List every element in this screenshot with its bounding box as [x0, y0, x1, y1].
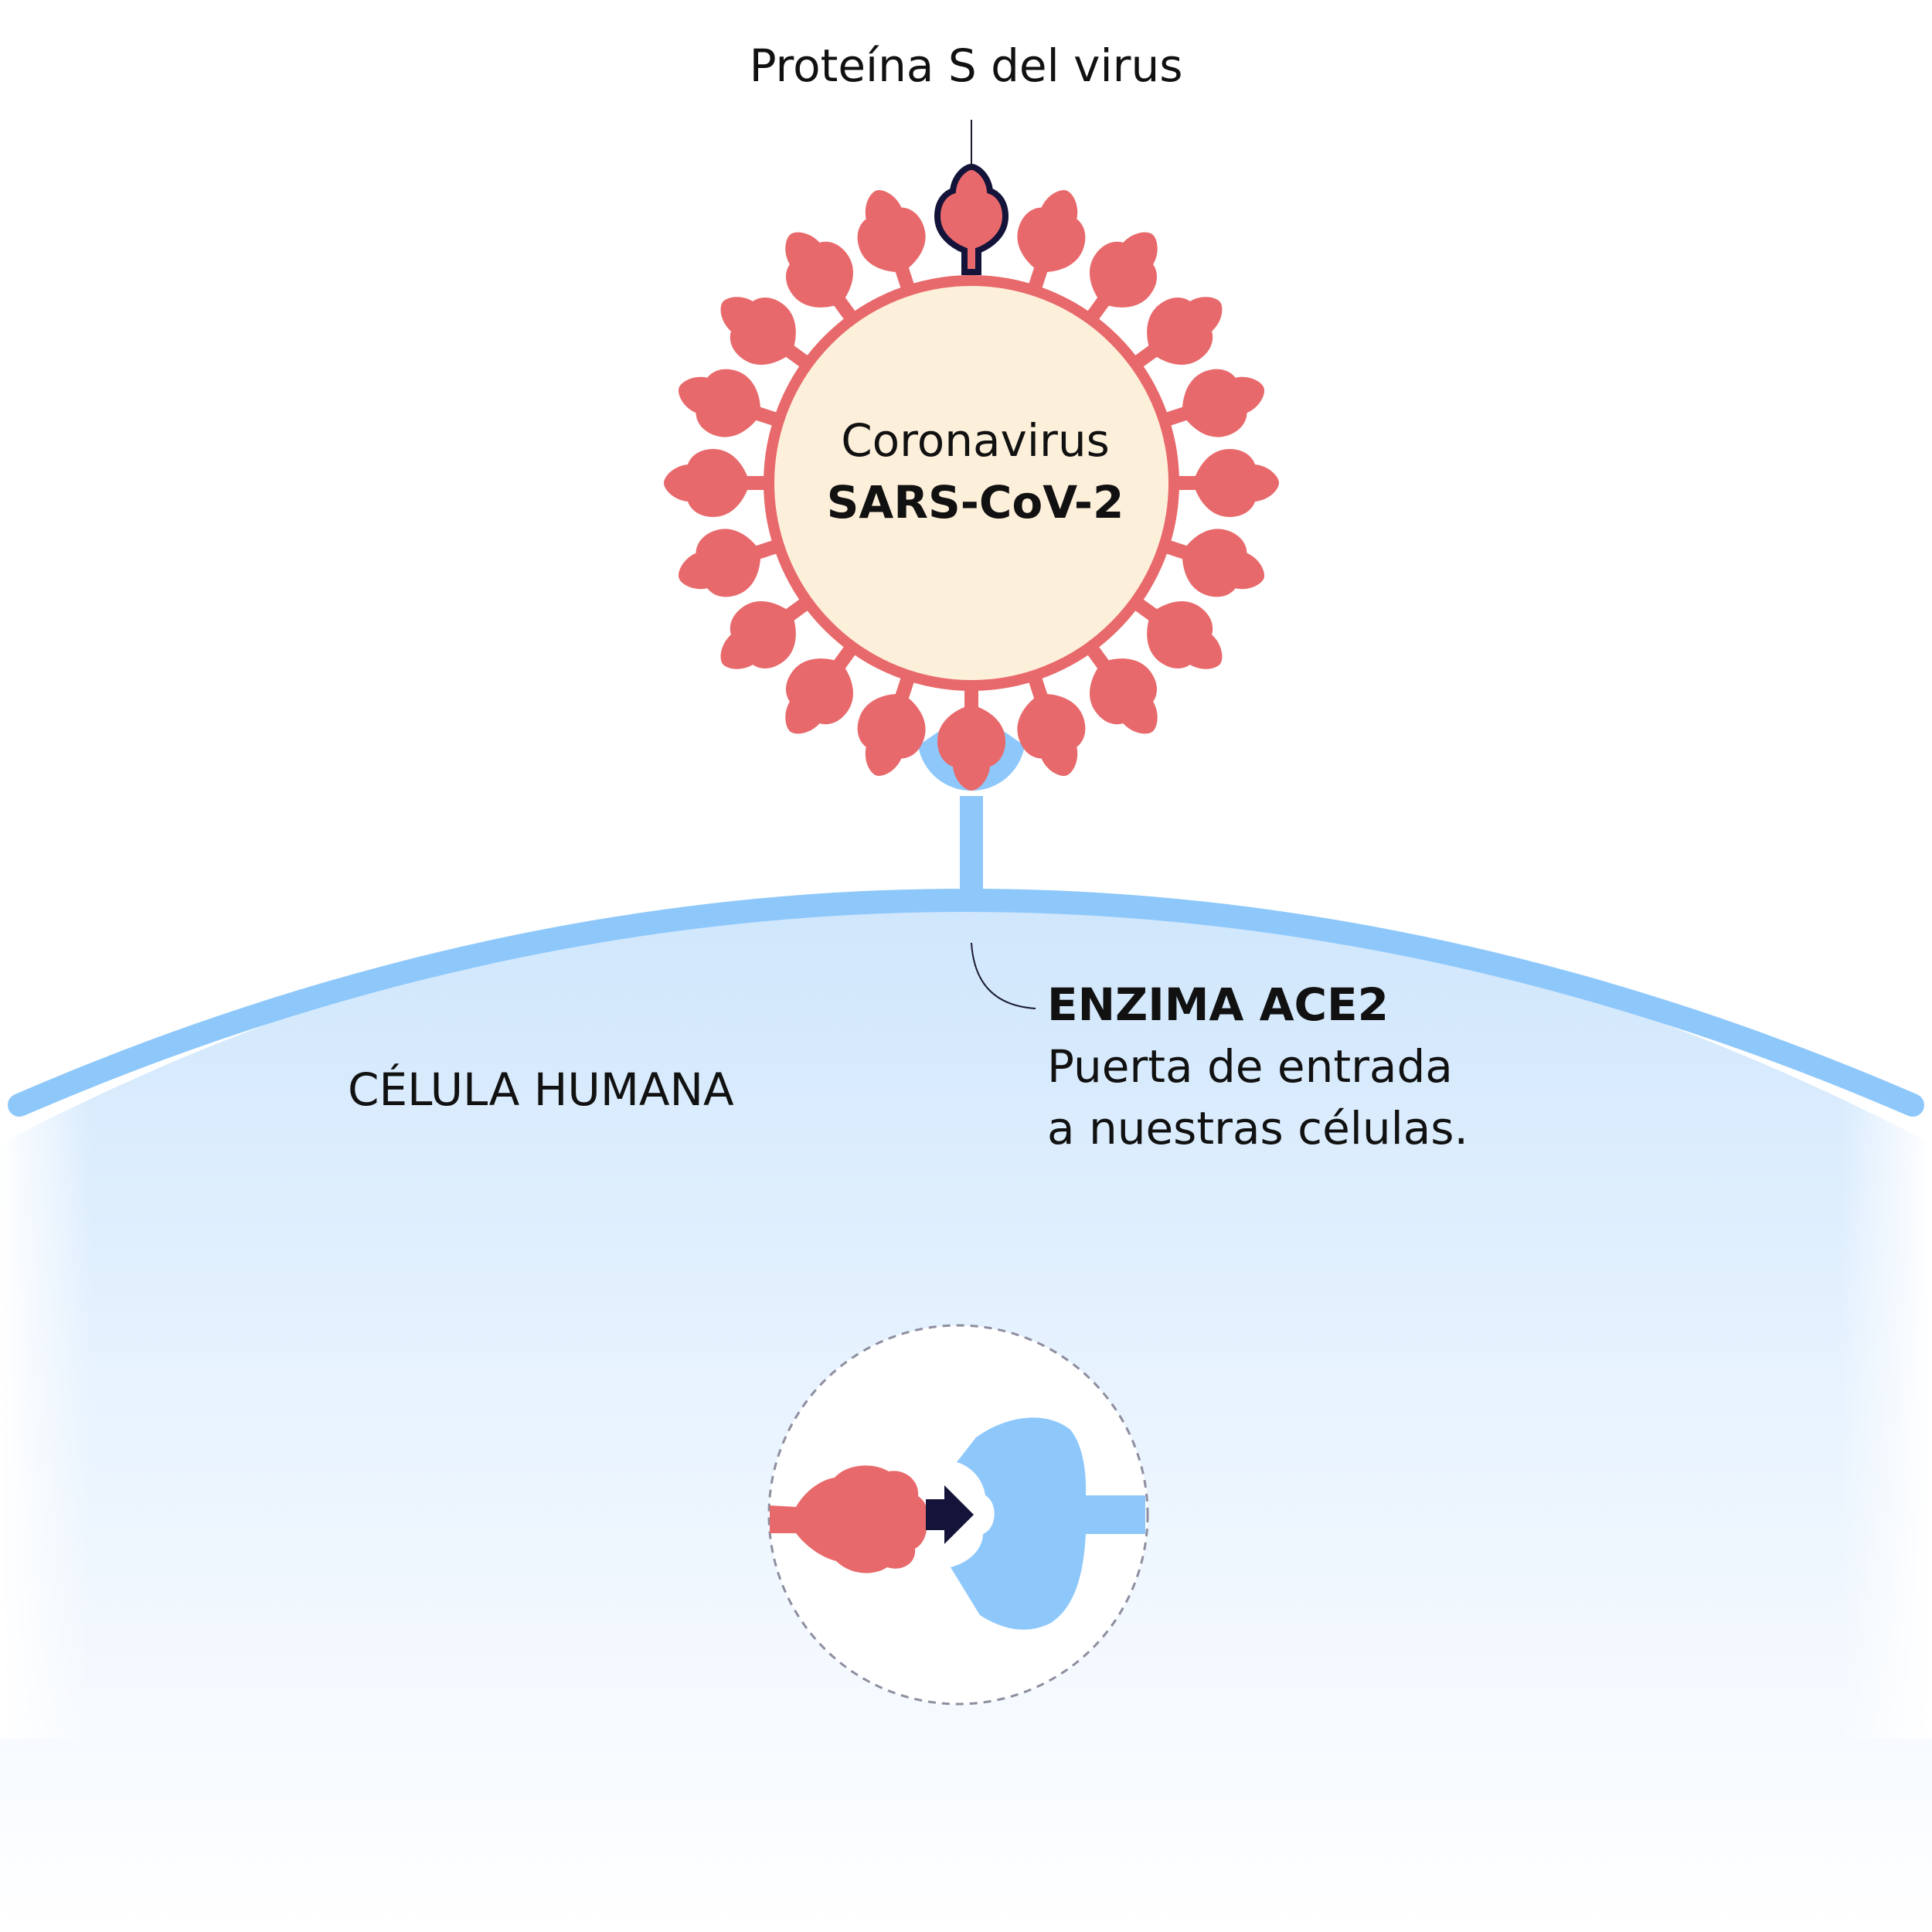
coronavirus-icon	[664, 179, 1279, 791]
enzyme-desc-line2: a nuestras células.	[1047, 1102, 1468, 1155]
spike-protein-label: Proteína S del virus	[750, 39, 1183, 92]
ace2-receptor-stalk	[960, 796, 983, 904]
virus-envelope	[764, 275, 1179, 691]
spike-protein-15	[664, 449, 769, 517]
arrow-right-icon	[926, 1485, 974, 1544]
highlighted-spike-protein	[937, 167, 1005, 272]
enzyme-pointer-line	[971, 942, 1036, 1009]
virus-name-line2: SARS-CoV-2	[827, 476, 1124, 529]
inset-ace2-receptor	[951, 1417, 1145, 1630]
zoom-inset	[767, 1324, 1149, 1706]
inset-spike-protein	[770, 1465, 927, 1573]
spike-protein-5	[1174, 449, 1279, 517]
enzyme-desc-line1: Puerta de entrada	[1047, 1040, 1453, 1093]
virus-name-line1: Coronavirus	[841, 414, 1110, 467]
enzyme-title: ENZIMA ACE2	[1047, 978, 1389, 1031]
cell-label: CÉLULA HUMANA	[348, 1063, 734, 1116]
